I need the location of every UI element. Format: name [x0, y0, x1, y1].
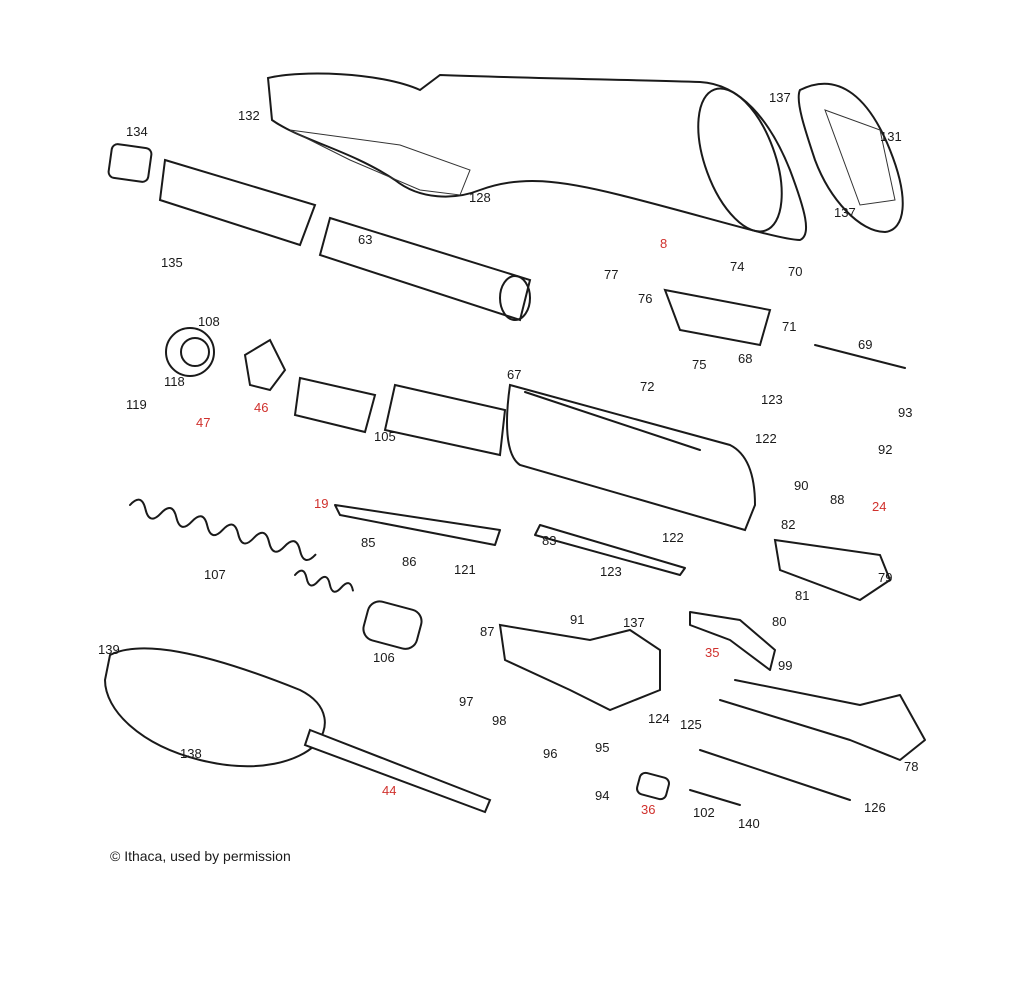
part-label: 128	[469, 190, 491, 205]
part-label-highlighted: 8	[660, 236, 668, 251]
part-label: 123	[600, 564, 622, 579]
part-label: 68	[738, 351, 753, 366]
stock	[266, 72, 807, 242]
part-label: 63	[358, 232, 373, 247]
part-label: 121	[454, 562, 476, 577]
part-bolt	[663, 288, 772, 347]
part-magazine-tube-upper	[158, 158, 317, 247]
part-63	[318, 216, 532, 322]
part-85	[334, 504, 501, 546]
part-69	[814, 344, 906, 369]
part-label: 99	[778, 658, 793, 673]
part-label: 76	[638, 291, 653, 306]
part-label: 81	[795, 588, 810, 603]
part-label: 137	[623, 615, 645, 630]
part-label-highlighted: 36	[641, 802, 656, 817]
part-label: 102	[693, 805, 715, 820]
part-138-forend	[103, 647, 326, 768]
part-108	[165, 327, 215, 377]
part-106	[362, 600, 423, 650]
part-label: 96	[543, 746, 558, 761]
part-magazine	[293, 376, 377, 434]
part-label: 75	[692, 357, 707, 372]
part-67-receiver	[506, 383, 757, 532]
part-label: 79	[878, 570, 893, 585]
part-107-spring	[129, 498, 317, 561]
part-label-highlighted: 47	[196, 415, 211, 430]
part-label-highlighted: 24	[872, 499, 887, 514]
part-label: 123	[761, 392, 783, 407]
part-label: 95	[595, 740, 610, 755]
part-102-spring	[689, 789, 741, 806]
part-label: 70	[788, 264, 803, 279]
part-label: 98	[492, 713, 507, 728]
part-label: 122	[755, 431, 777, 446]
part-label-highlighted: 35	[705, 645, 720, 660]
part-label: 125	[680, 717, 702, 732]
part-label: 83	[542, 533, 557, 548]
part-126	[699, 749, 851, 801]
part-label: 85	[361, 535, 376, 550]
part-label: 71	[782, 319, 797, 334]
part-label: 88	[830, 492, 845, 507]
part-label: 92	[878, 442, 893, 457]
part-label: 118	[164, 374, 185, 389]
part-78	[719, 679, 926, 761]
part-134	[107, 143, 153, 183]
part-label: 137	[834, 205, 856, 220]
part-label: 139	[98, 642, 120, 657]
part-label: 137	[769, 90, 791, 105]
part-label: 94	[595, 788, 610, 803]
part-label: 108	[198, 314, 220, 329]
part-label: 90	[794, 478, 809, 493]
part-label: 105	[374, 429, 396, 444]
part-label: 77	[604, 267, 619, 282]
part-label: 132	[238, 108, 260, 123]
part-36	[636, 771, 670, 801]
butt-pad	[797, 82, 904, 234]
part-label: 106	[373, 650, 395, 665]
part-label-highlighted: 44	[382, 783, 397, 798]
part-label: 91	[570, 612, 585, 627]
stock-checkering	[289, 129, 471, 196]
part-105	[383, 383, 507, 457]
part-label: 140	[738, 816, 760, 831]
part-83	[534, 524, 686, 576]
part-label: 107	[204, 567, 226, 582]
butt-pad-grip	[824, 109, 896, 206]
part-label: 119	[126, 397, 147, 412]
part-label-highlighted: 46	[254, 400, 269, 415]
part-label-highlighted: 19	[314, 496, 329, 511]
part-44-rod	[303, 728, 492, 814]
part-label: 135	[161, 255, 183, 270]
part-label: 80	[772, 614, 787, 629]
part-label: 122	[662, 530, 684, 545]
part-label: 74	[730, 259, 745, 274]
part-label: 93	[898, 405, 913, 420]
part-label: 67	[507, 367, 522, 382]
stock-butt	[697, 87, 783, 233]
part-label: 72	[640, 379, 655, 394]
part-label: 82	[781, 517, 796, 532]
copyright-notice: © Ithaca, used by permission	[110, 848, 291, 864]
part-label: 97	[459, 694, 474, 709]
part-label: 138	[180, 746, 202, 761]
part-99	[689, 611, 776, 671]
part-46	[243, 338, 287, 392]
part-label: 87	[480, 624, 495, 639]
part-label: 131	[880, 129, 902, 144]
part-label: 78	[904, 759, 919, 774]
part-label: 134	[126, 124, 148, 139]
part-spring-2	[294, 569, 354, 593]
part-label: 124	[648, 711, 670, 726]
part-87-trigger-guard	[498, 623, 661, 712]
part-label: 86	[402, 554, 417, 569]
part-label: 69	[858, 337, 873, 352]
part-79	[773, 538, 892, 602]
part-label: 126	[864, 800, 886, 815]
